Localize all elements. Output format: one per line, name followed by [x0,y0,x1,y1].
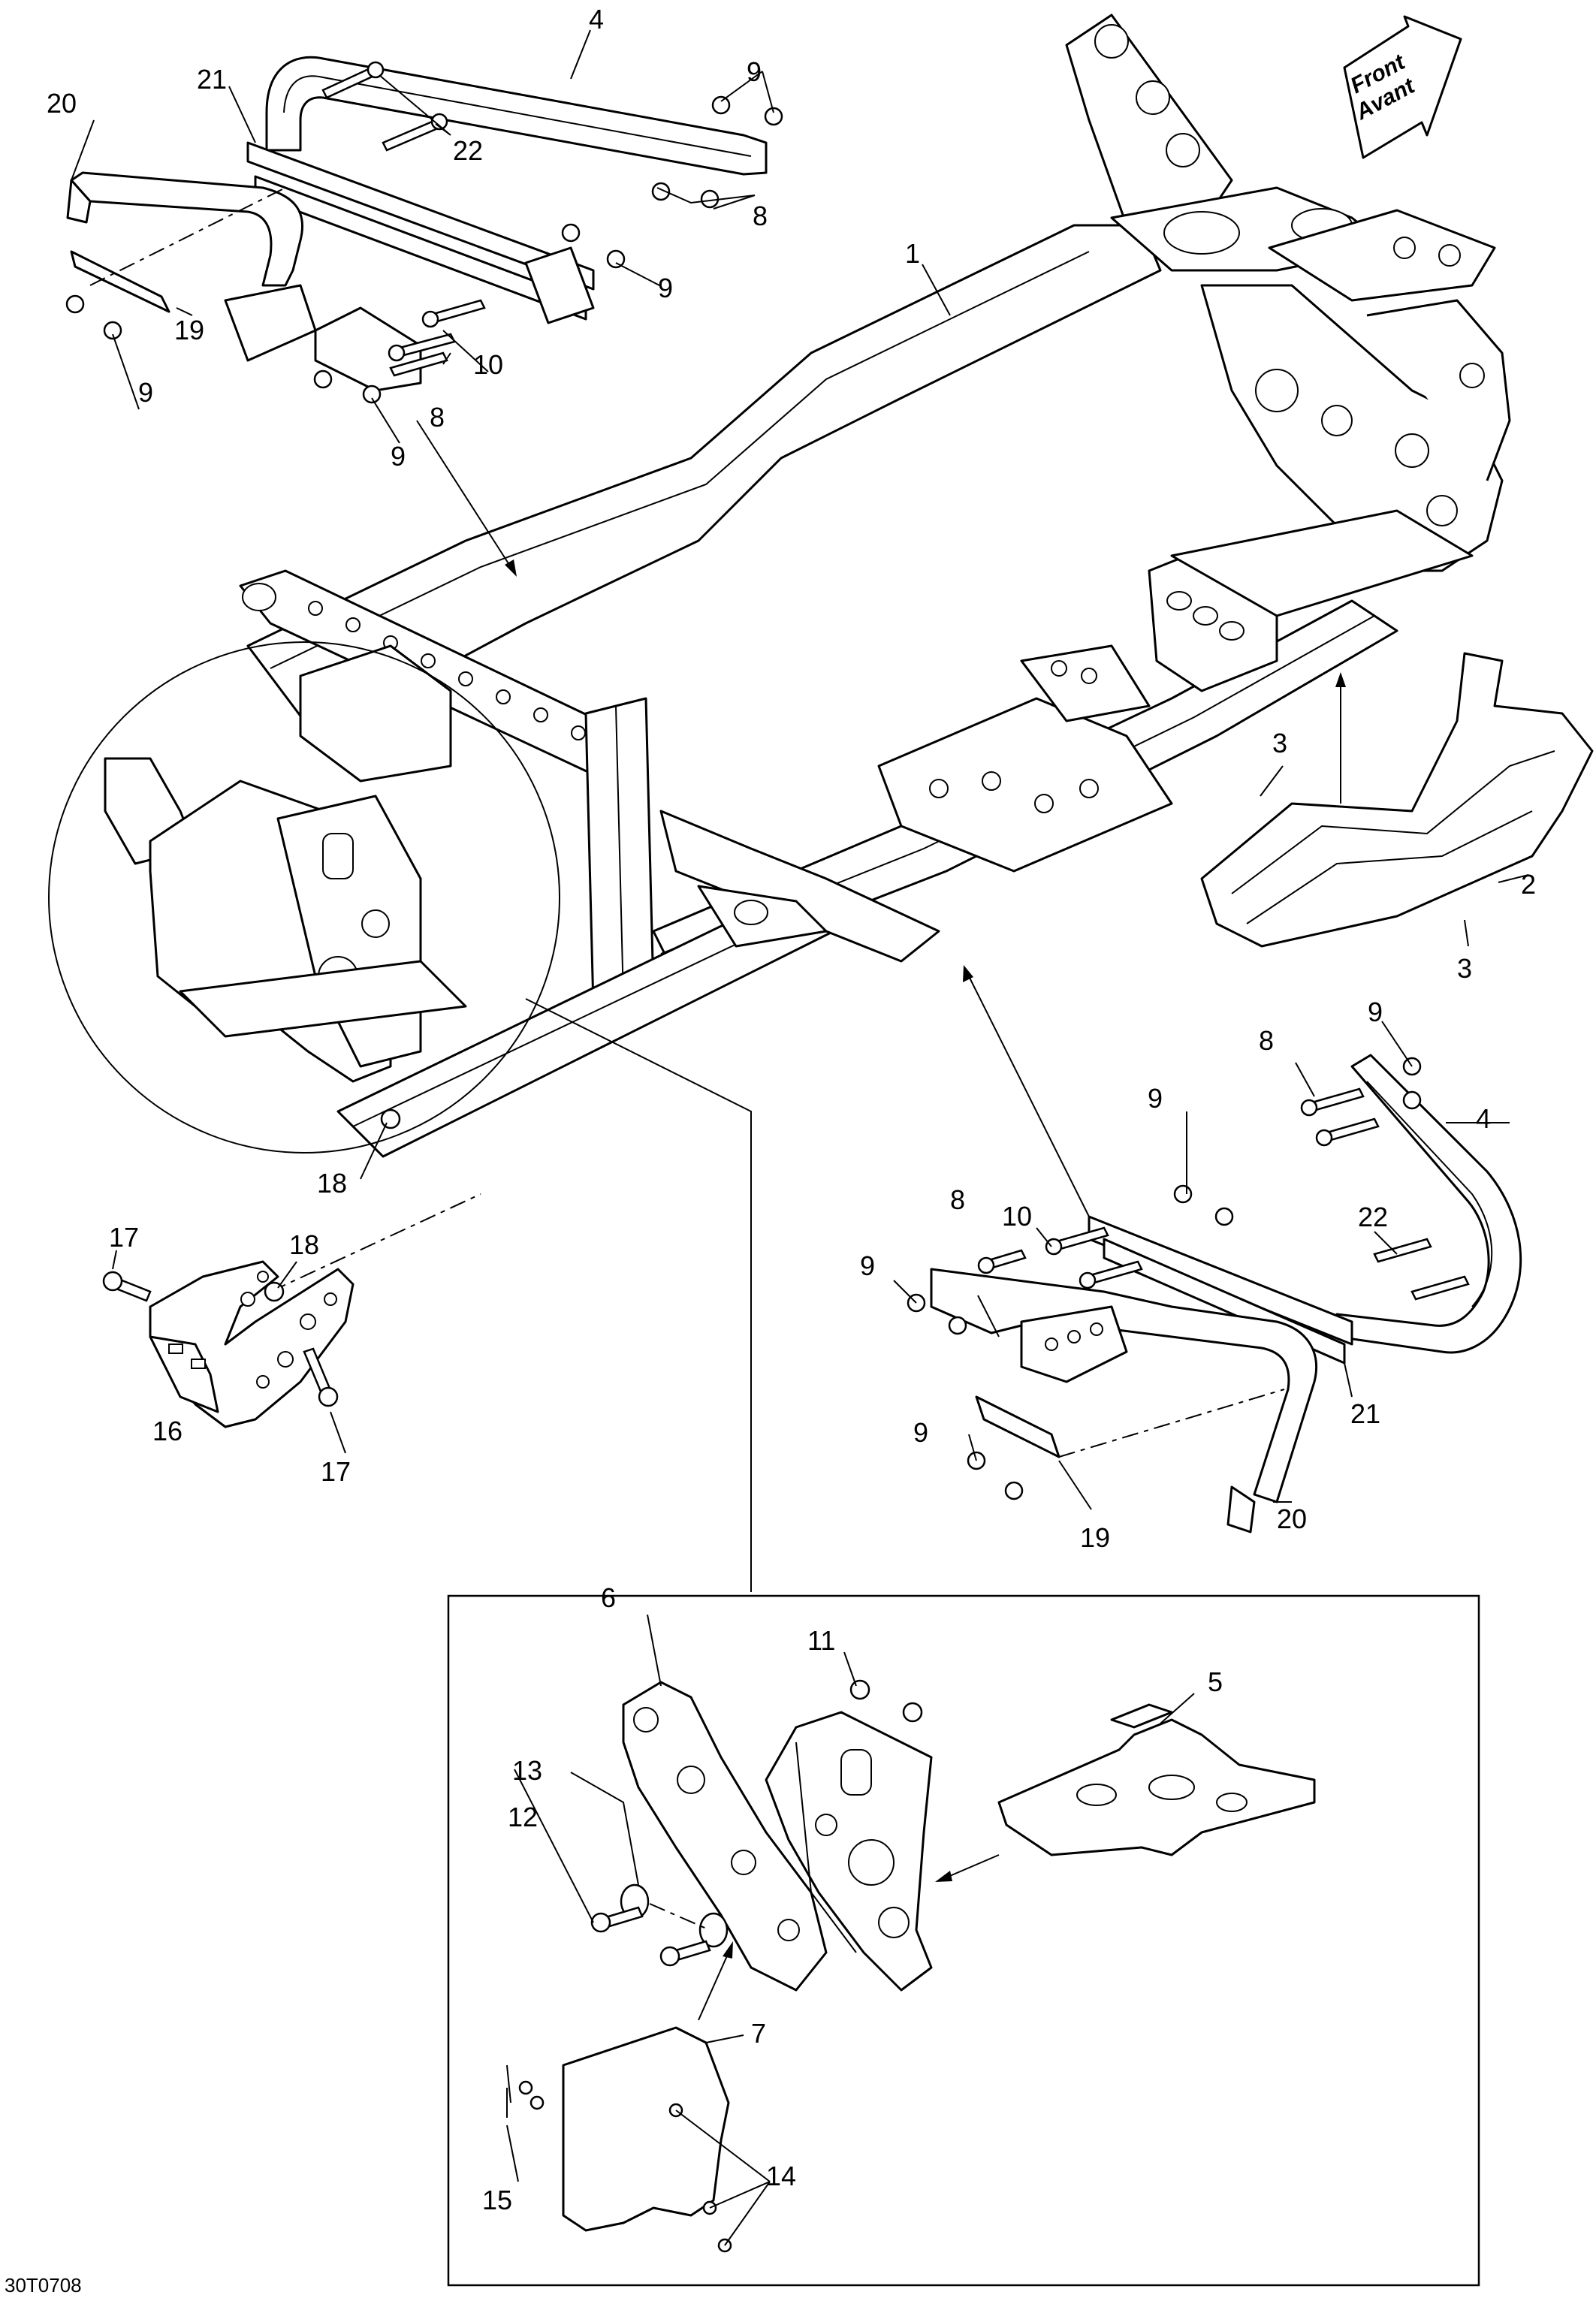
mid-assembly-arrow [968,976,1090,1217]
front-direction-arrow: Front Avant [1343,15,1462,159]
callout-15: 15 [482,2185,512,2215]
upper-left-hardware [65,61,783,404]
rear-crossmember-holes [308,601,586,740]
callout-12: 12 [508,1802,538,1832]
callout-18a: 18 [317,1168,347,1199]
callout-9g: 9 [860,1250,875,1281]
lower-left-bracket-part-16 [149,1193,481,1428]
callout-9d: 9 [391,441,406,472]
callout-10b: 10 [1002,1201,1032,1232]
callout-7: 7 [751,2018,766,2049]
callout-6: 6 [601,1582,616,1613]
upper-left-bumper-assembly [66,56,768,392]
main-frame-part-1 [239,14,1511,1158]
callout-13: 13 [512,1755,542,1786]
callout-labels: 1 2 3 3 4 4 5 6 7 8 8 8 8 9 9 9 9 9 9 9 … [47,4,1536,2215]
upper-assembly-arrow [416,420,511,568]
callout-20b: 20 [1277,1503,1307,1534]
callout-9b: 9 [658,273,673,303]
callout-8a: 8 [753,201,768,231]
callout-8d: 8 [950,1184,965,1215]
callout-22b: 22 [1358,1202,1388,1232]
leader-lines [71,29,1529,2246]
callout-10a: 10 [473,349,503,380]
callout-8b: 8 [430,402,445,433]
callout-21b: 21 [1350,1398,1380,1429]
callout-2: 2 [1521,869,1536,900]
callout-3a: 3 [1272,728,1287,758]
guard-plate-part-2 [1200,652,1594,948]
callout-22a: 22 [453,135,483,166]
callout-9h: 9 [913,1417,928,1448]
callout-1: 1 [905,238,920,269]
detail-magnifier-circle [48,641,560,1154]
callout-19a: 19 [174,315,204,345]
callout-9c: 9 [138,377,153,408]
callout-4a: 4 [589,4,604,35]
detail-box [447,1594,1480,2287]
callout-21a: 21 [197,64,227,95]
callout-17a: 17 [109,1222,139,1253]
callout-14: 14 [766,2161,796,2191]
callout-16: 16 [152,1416,183,1446]
callout-19b: 19 [1080,1522,1110,1553]
mid-right-hardware [907,1057,1470,1500]
callout-20a: 20 [47,88,77,119]
mid-right-bumper-assembly [930,1054,1522,1534]
callout-4b: 4 [1476,1103,1491,1134]
lower-left-hardware [102,1108,401,1407]
drawing-code: 30T0708 [5,2274,82,2296]
callout-8c: 8 [1259,1025,1274,1056]
detail-leader-line [525,998,752,1592]
callout-11: 11 [807,1625,835,1656]
callout-5: 5 [1208,1666,1223,1697]
callout-17b: 17 [321,1456,351,1487]
callout-9a: 9 [747,56,762,87]
callout-9e: 9 [1368,997,1383,1027]
callout-18b: 18 [289,1229,319,1260]
callout-3b: 3 [1457,953,1472,984]
callout-9f: 9 [1148,1083,1163,1114]
